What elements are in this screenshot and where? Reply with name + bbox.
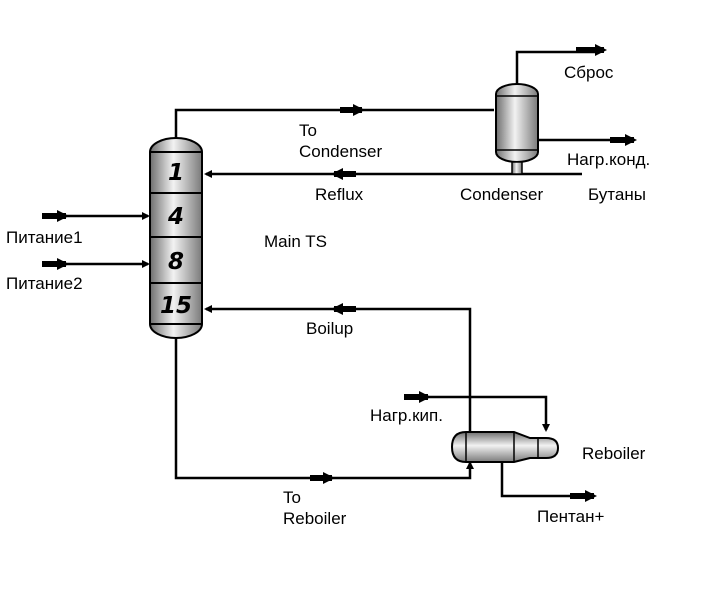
boilup-stream-line [204, 305, 472, 432]
reboiler-shell [450, 431, 560, 463]
column-stage-label: 4 [167, 204, 184, 230]
labels: Main TS Condenser Reboiler Питание1 Пита… [6, 63, 650, 528]
feed1-label: Питание1 [6, 228, 83, 247]
to-reboiler-label-line2: Reboiler [283, 509, 347, 528]
vent-label: Сброс [564, 63, 614, 82]
reboiler-duty-stream-line [404, 395, 550, 432]
to-condenser-label-line2: Condenser [299, 142, 383, 161]
reboiler-duty-label: Нагр.кип. [370, 406, 443, 425]
boilup-label: Boilup [306, 319, 353, 338]
condenser-outlet-nozzle [511, 161, 523, 175]
reflux-label: Reflux [315, 185, 364, 204]
reboiler-vessel[interactable] [450, 431, 560, 463]
column-stage-label: 8 [168, 249, 184, 275]
condenser-name-label: Condenser [460, 185, 544, 204]
distillation-column[interactable]: 1 4 8 15 [149, 137, 203, 339]
to-condenser-label-line1: To [299, 121, 317, 140]
column-name-label: Main TS [264, 232, 327, 251]
to-reboiler-label-line1: To [283, 488, 301, 507]
reboiler-name-label: Reboiler [582, 444, 646, 463]
stream-lines [42, 44, 637, 502]
column-stage-label: 15 [160, 293, 192, 319]
condenser-vessel[interactable] [495, 83, 539, 175]
feed2-label: Питание2 [6, 274, 83, 293]
distillate-label: Бутаны [588, 185, 646, 204]
to-condenser-stream-line [174, 108, 494, 140]
bottoms-stream-line [500, 460, 592, 498]
vent-stream-line [515, 50, 600, 84]
bottoms-label: Пентан+ [537, 507, 604, 526]
condenser-duty-label: Нагр.конд. [567, 150, 650, 169]
column-stage-label: 1 [168, 160, 184, 186]
